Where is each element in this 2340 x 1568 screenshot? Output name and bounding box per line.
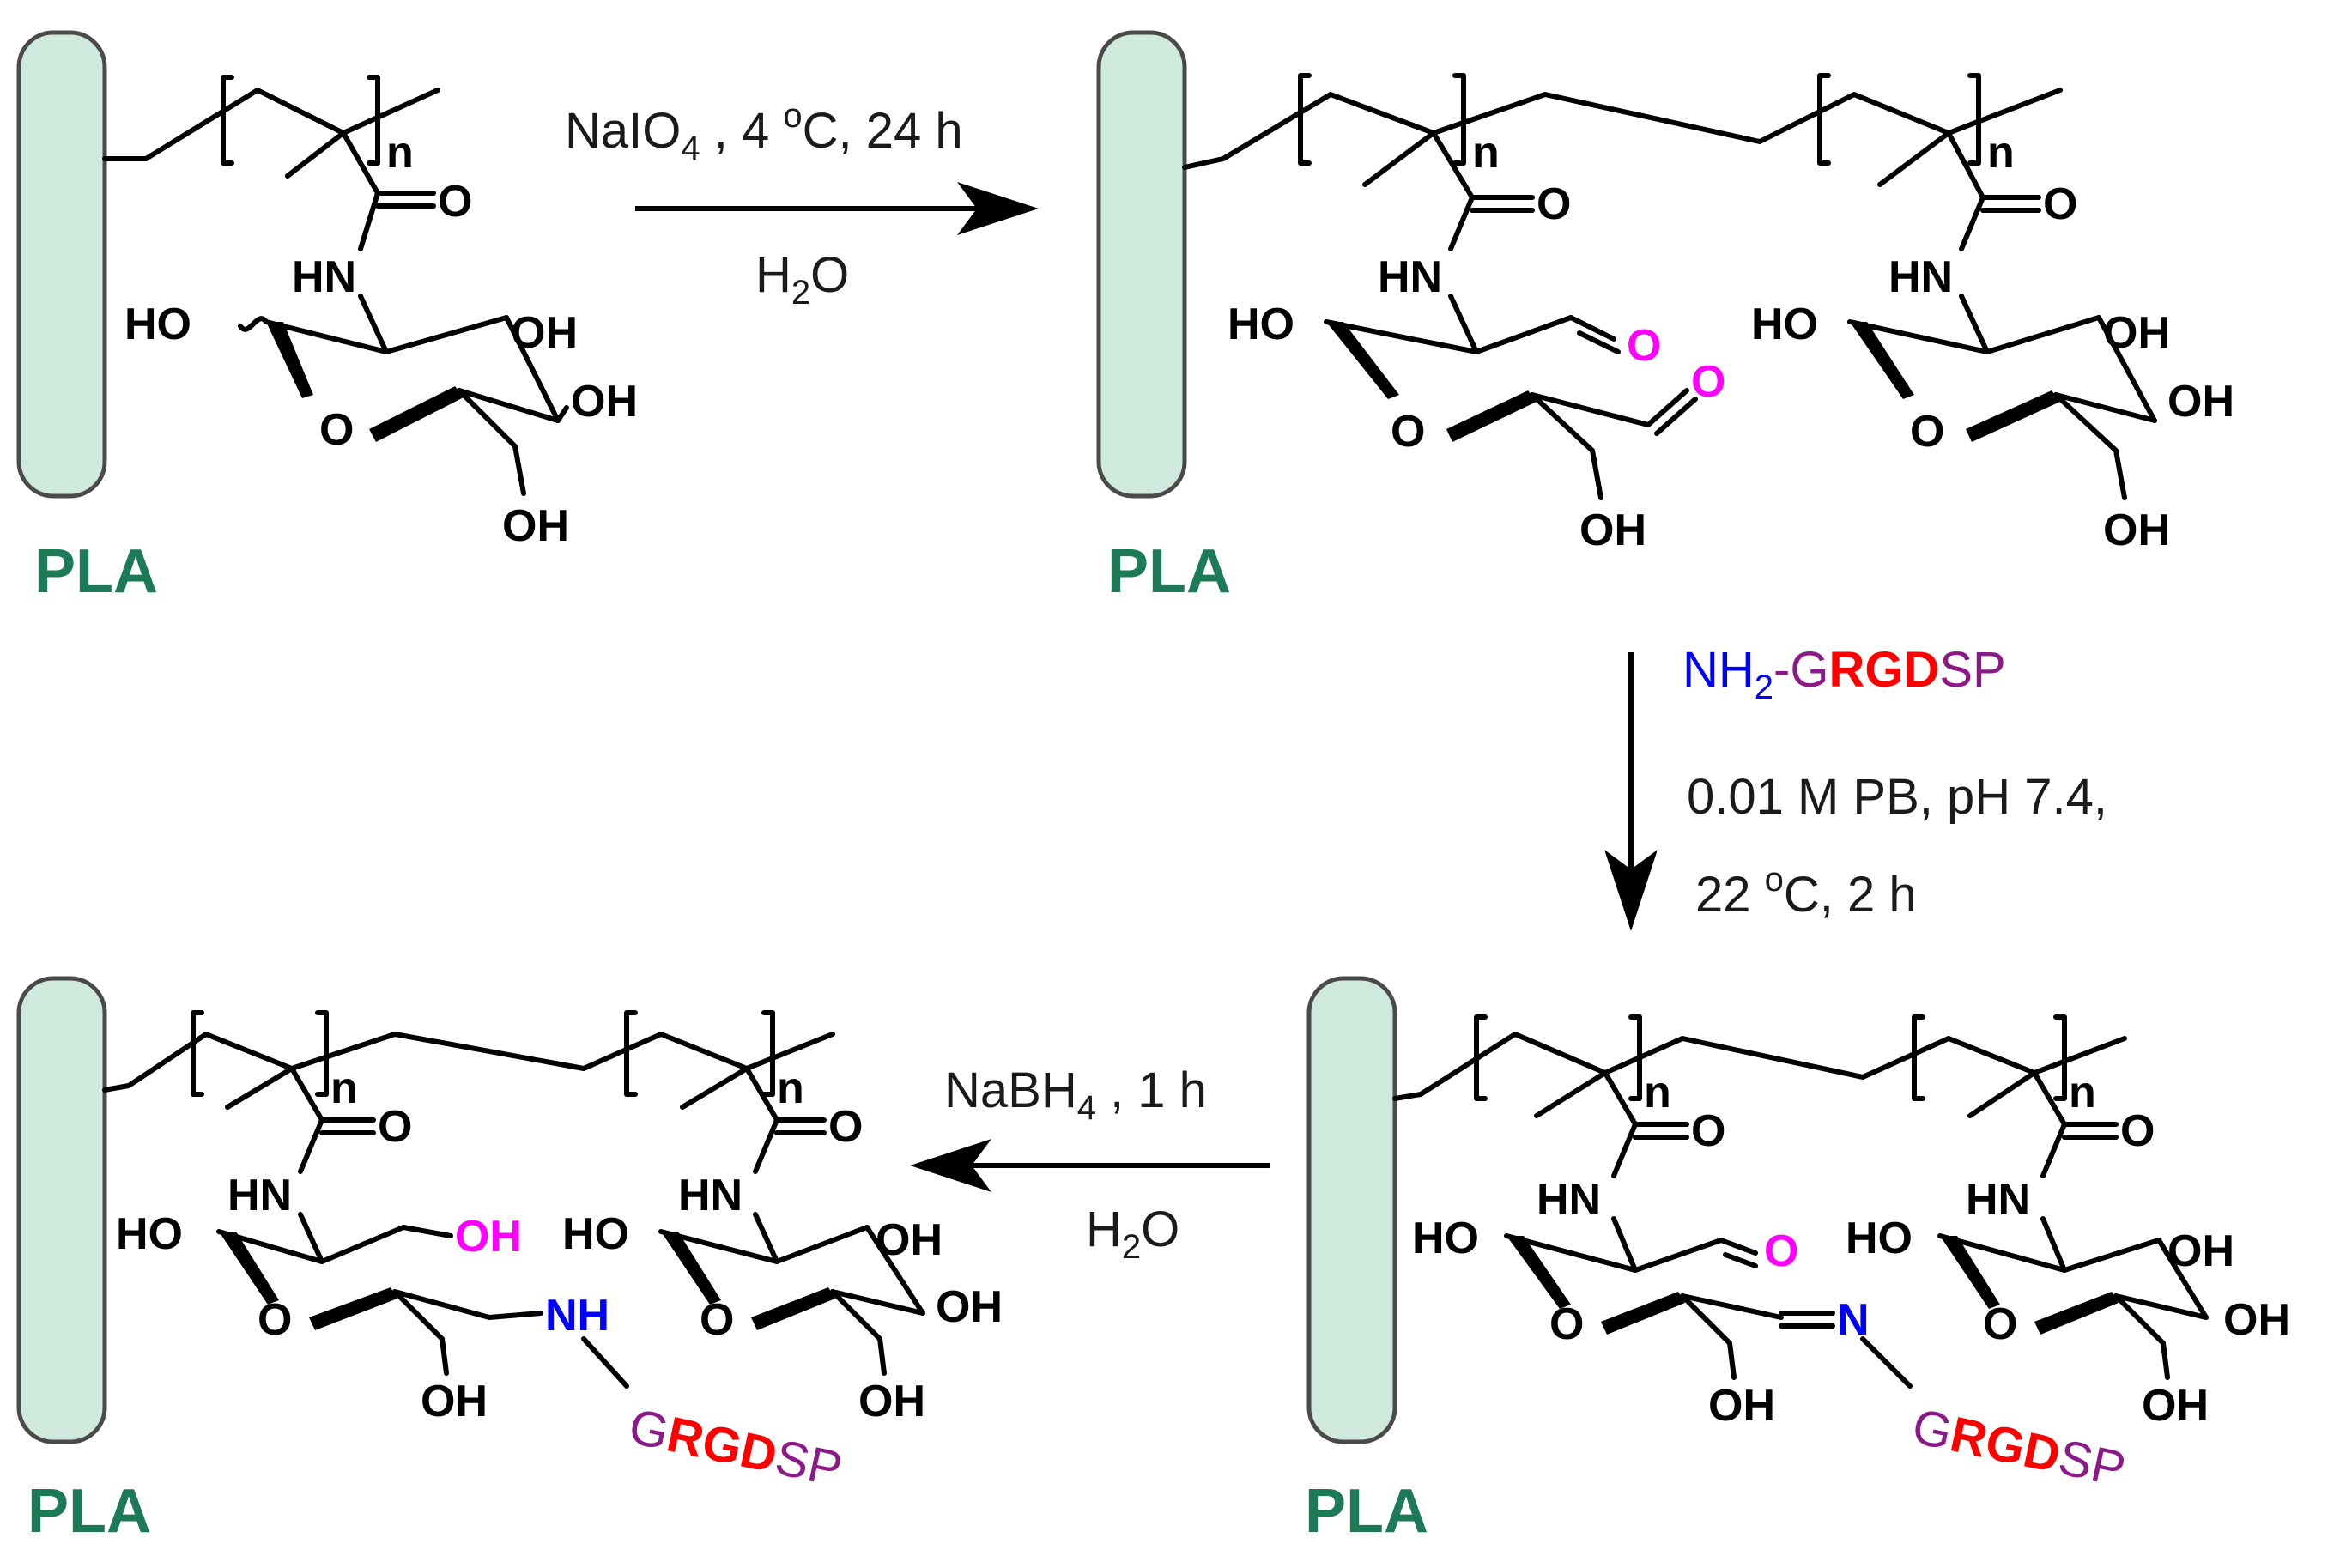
step2-temp: 22 oC, 2 h: [1695, 861, 1917, 923]
arrowhead-step3: [910, 1139, 991, 1192]
step2-buffer: 0.01 M PB, pH 7.4,: [1687, 769, 2107, 825]
aldehyde-o-3: O: [1764, 1226, 1798, 1276]
ring-o-3: O: [1910, 407, 1944, 457]
hn-label-1: HN: [292, 252, 356, 302]
step3-conditions: NaBH4 , 1 h H2O: [910, 1062, 1270, 1266]
carbonyl-o-5: O: [2120, 1106, 2155, 1156]
imine-peptide-label: GRGDSP: [1907, 1398, 2130, 1498]
ho-anomeric-1: HO: [124, 300, 191, 349]
oh-c6-3: OH: [2103, 506, 2170, 555]
amine-nh: NH: [545, 1291, 609, 1341]
oxidized-product: PLA n n O HN HO O O O OH: [1096, 30, 2234, 606]
ho-anomeric-3: HO: [1751, 300, 1818, 349]
oh-c6-5: OH: [2142, 1381, 2209, 1431]
pla-support-3: [1306, 976, 1397, 1444]
final-product: PLA n n O HN HO O OH NH OH GRGDSP: [16, 976, 1003, 1546]
repeat-n-7: n: [777, 1063, 804, 1113]
ho-anomeric-2: HO: [1228, 300, 1294, 349]
oh-c6-4: OH: [1708, 1381, 1775, 1431]
repeat-n-3: n: [1987, 128, 2015, 178]
carbonyl-o-7: O: [828, 1102, 863, 1152]
step3-solvent: H2O: [1086, 1202, 1179, 1266]
hn-label-5: HN: [1966, 1175, 2030, 1225]
imine-intermediate: PLA n n O HN HO O O N OH GRGDSP: [1305, 976, 2290, 1546]
ho-anomeric-5: HO: [1846, 1214, 1913, 1263]
carbonyl-o-2: O: [1537, 179, 1571, 229]
aldehyde-o-1: O: [1627, 321, 1661, 371]
oh-c3-7: OH: [876, 1215, 943, 1265]
oh-c4-1: OH: [571, 377, 638, 427]
repeat-n-5: n: [2069, 1068, 2096, 1117]
ring-o-6: O: [258, 1295, 292, 1345]
repeat-bracket-left-1: [221, 75, 234, 166]
oh-c4-3: OH: [2167, 377, 2234, 427]
ring-o-1: O: [319, 405, 354, 455]
step2-peptide: NH2-GRGDSP: [1682, 642, 2006, 706]
hn-label-7: HN: [678, 1171, 743, 1220]
oh-c6-1: OH: [502, 501, 569, 551]
repeat-bracket-right-1: [367, 75, 380, 166]
oh-c4-7: OH: [936, 1282, 1003, 1332]
step2-conditions: NH2-GRGDSP 0.01 M PB, pH 7.4, 22 oC, 2 h: [1604, 642, 2107, 931]
ring-o-4: O: [1549, 1299, 1584, 1349]
oh-c3-3: OH: [2103, 308, 2170, 358]
reduced-oh: OH: [455, 1212, 522, 1262]
pla-label-3: PLA: [1305, 1477, 1428, 1546]
repeat-n-4: n: [1644, 1068, 1671, 1117]
carbonyl-o-3: O: [2043, 179, 2077, 229]
arrowhead-step2: [1604, 850, 1658, 931]
repeat-n-1: n: [386, 128, 414, 178]
repeat-n-2: n: [1472, 128, 1500, 178]
final-peptide-label: GRGDSP: [624, 1398, 846, 1498]
oh-c6-6: OH: [421, 1377, 488, 1426]
step1-conditions: NaIO4 , 4 oC, 24 h H2O: [565, 97, 1039, 312]
carbonyl-o-1: O: [438, 177, 472, 227]
step3-reagent: NaBH4 , 1 h: [944, 1062, 1207, 1127]
ho-anomeric-4: HO: [1412, 1214, 1479, 1263]
oh-c4-5: OH: [2223, 1295, 2290, 1345]
hn-label-4: HN: [1537, 1175, 1601, 1225]
pla-label-1: PLA: [34, 537, 158, 606]
oh-c3-5: OH: [2167, 1226, 2234, 1276]
ring-o-7: O: [700, 1295, 734, 1345]
oh-c3-1: OH: [511, 308, 578, 358]
repeat-n-6: n: [330, 1063, 358, 1113]
hn-label-6: HN: [227, 1171, 292, 1220]
pla-label-4: PLA: [27, 1477, 151, 1546]
ho-anomeric-7: HO: [562, 1209, 629, 1259]
hn-label-2: HN: [1378, 252, 1442, 302]
ring-o-2: O: [1391, 407, 1425, 457]
ring-o-5: O: [1983, 1299, 2017, 1349]
aldehyde-o-2: O: [1691, 357, 1725, 407]
oh-c6-7: OH: [858, 1377, 925, 1426]
oh-c6-2: OH: [1579, 506, 1646, 555]
carbonyl-o-4: O: [1691, 1106, 1725, 1156]
pla-support-1: [16, 30, 107, 499]
step1-solvent: H2O: [755, 247, 849, 312]
carbonyl-o-6: O: [378, 1102, 412, 1152]
arrowhead-step1: [957, 182, 1039, 235]
pla-label-2: PLA: [1107, 537, 1231, 606]
ho-anomeric-6: HO: [116, 1209, 183, 1259]
pla-support-2: [1096, 30, 1187, 499]
step1-reagent: NaIO4 , 4 oC, 24 h: [565, 97, 963, 167]
hn-label-3: HN: [1888, 252, 1953, 302]
pla-support-4: [16, 976, 107, 1444]
starting-material: PLA n O HN HO O OH OH OH: [16, 30, 638, 606]
